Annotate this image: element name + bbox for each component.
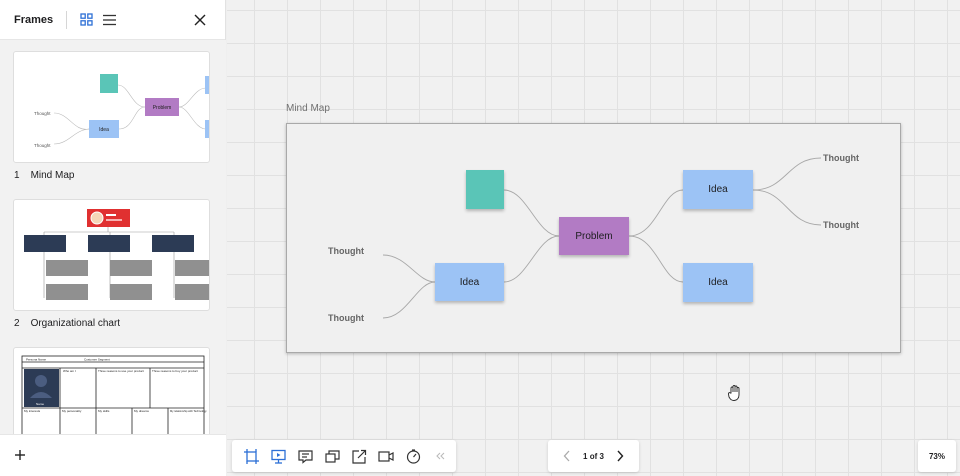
thumb-text: Three reasons to use your product — [98, 369, 144, 373]
thumb-text: My skills — [98, 409, 110, 413]
frame-title[interactable]: Mind Map — [286, 103, 330, 114]
card-icon[interactable] — [323, 447, 341, 465]
frame-name: Organizational chart — [30, 318, 121, 329]
board-canvas[interactable]: Mind Map Problem Idea Idea Idea Thought … — [227, 0, 960, 476]
frames-list: Problem Idea Thought Thought 1 Mind Map — [0, 40, 226, 434]
chevron-left-icon[interactable] — [558, 447, 576, 465]
close-icon[interactable] — [191, 11, 209, 29]
connector-lines — [382, 157, 822, 319]
zoom-level[interactable]: 73% — [918, 440, 956, 472]
hand-cursor-icon — [727, 384, 743, 407]
thumb-text: My interests — [24, 409, 41, 413]
comment-icon[interactable] — [296, 447, 314, 465]
collapse-icon[interactable] — [431, 447, 449, 465]
thought-text[interactable]: Thought — [823, 153, 859, 163]
thought-text[interactable]: Thought — [328, 313, 364, 323]
idea-sticky-note[interactable]: Idea — [683, 170, 753, 209]
timer-icon[interactable] — [404, 447, 422, 465]
frame-thumbnail-mind-map[interactable]: Problem Idea Thought Thought — [13, 51, 210, 163]
frame-number: 2 — [14, 318, 20, 329]
problem-sticky-note[interactable]: Problem — [559, 217, 629, 255]
divider — [66, 10, 68, 29]
frames-sidebar: Frames Pro — [0, 0, 226, 476]
add-icon[interactable] — [14, 448, 26, 462]
thought-text[interactable]: Thought — [823, 220, 859, 230]
chevron-right-icon[interactable] — [611, 447, 629, 465]
frame-icon[interactable] — [242, 447, 260, 465]
frame-thumbnail-org-chart[interactable] — [13, 199, 210, 311]
video-icon[interactable] — [377, 447, 395, 465]
thought-text[interactable]: Thought — [328, 246, 364, 256]
thumb-idea-label: Idea — [99, 127, 109, 133]
idea-sticky-note[interactable]: Idea — [435, 263, 504, 301]
thumb-thought-label: Thought — [34, 111, 51, 116]
frame-name: Mind Map — [30, 170, 75, 181]
presentation-icon[interactable] — [269, 447, 287, 465]
sidebar-footer — [0, 434, 226, 476]
list-view-icon[interactable] — [100, 11, 118, 29]
frame-label-1[interactable]: 1 Mind Map — [14, 170, 74, 181]
thumb-text: My relationship with Technology — [170, 409, 207, 413]
thumb-thought-label: Thought — [34, 143, 51, 148]
bottom-toolbar — [232, 440, 456, 472]
thumb-text: My personality — [62, 409, 82, 413]
thumb-problem-label: Problem — [153, 105, 172, 111]
teal-sticky-note[interactable] — [466, 170, 504, 209]
thumb-text: Customer Segment — [84, 358, 110, 362]
thumb-text: Name — [36, 402, 44, 406]
idea-sticky-note[interactable]: Idea — [683, 263, 753, 302]
grid-view-icon[interactable] — [77, 11, 95, 29]
thumb-text: Who am I — [63, 369, 76, 373]
frame-number: 1 — [14, 170, 20, 181]
frame-label-2[interactable]: 2 Organizational chart — [14, 318, 120, 329]
page-indicator: 1 of 3 — [583, 451, 604, 461]
mind-map-frame[interactable]: Problem Idea Idea Idea Thought Thought T… — [286, 123, 901, 353]
frame-pager: 1 of 3 — [548, 440, 639, 472]
sidebar-header: Frames — [0, 0, 225, 40]
sidebar-title: Frames — [14, 13, 54, 26]
frame-thumbnail-persona[interactable]: Persona Name Customer Segment Who am I T… — [13, 347, 210, 434]
share-icon[interactable] — [350, 447, 368, 465]
thumb-text: My dreams — [134, 409, 149, 413]
thumb-text: Three reasons to buy your product — [152, 369, 198, 373]
thumb-text: Persona Name — [26, 358, 46, 362]
